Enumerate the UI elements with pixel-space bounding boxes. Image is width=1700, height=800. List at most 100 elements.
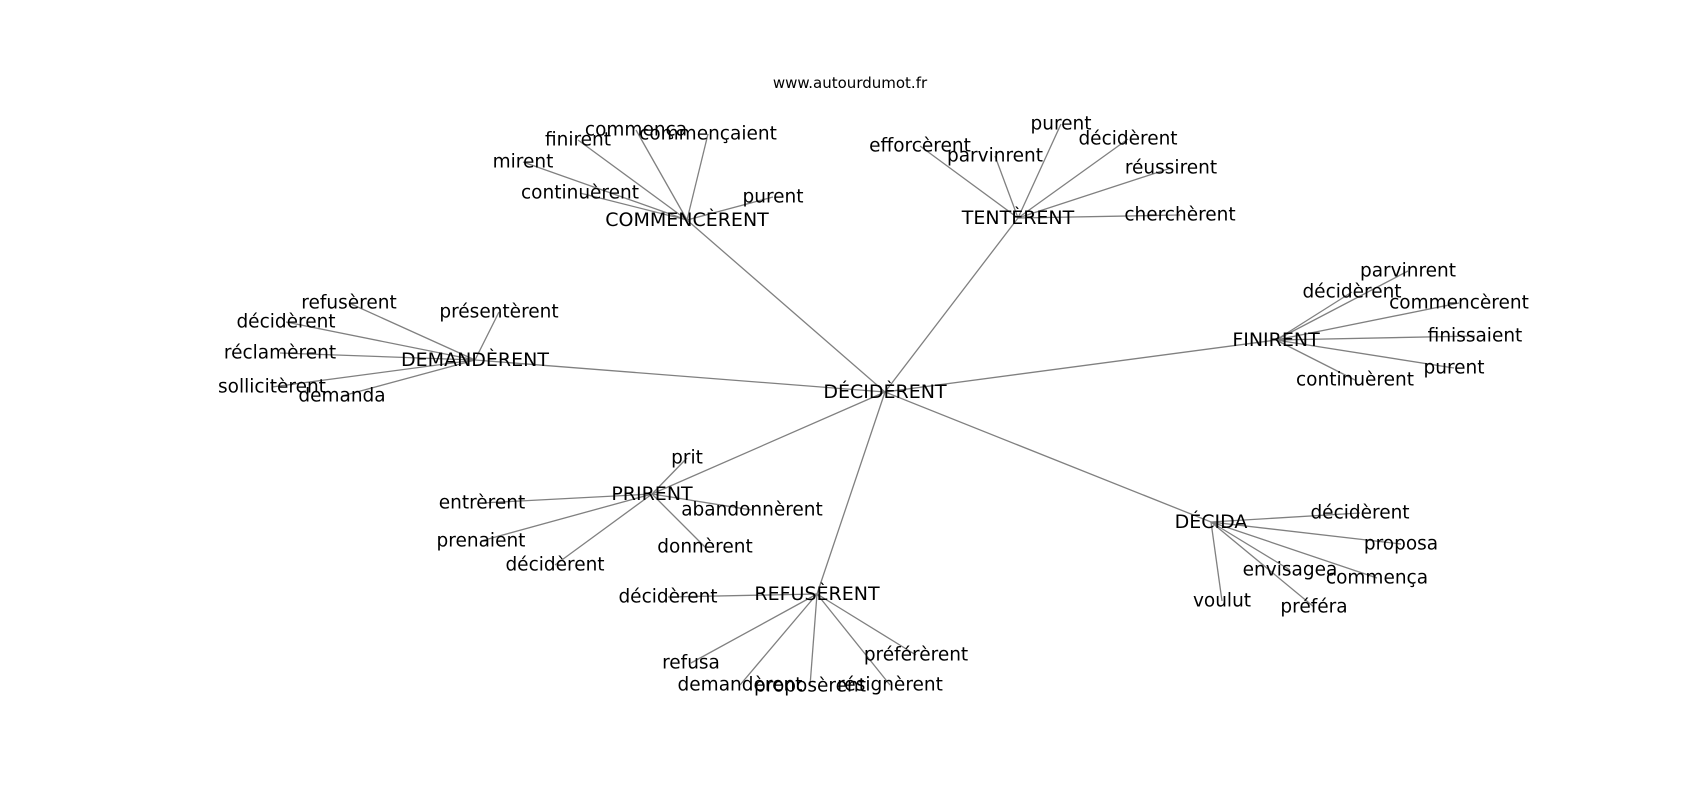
leaf-node-label: continuèrent <box>521 183 639 204</box>
leaf-node-label: prenaient <box>437 531 526 552</box>
leaf-node-label: voulut <box>1193 591 1251 612</box>
edge-hub-leaf <box>1275 335 1476 341</box>
edge-hub-leaf <box>1017 167 1172 219</box>
graph-nodes: finirentcommençacommençaientmirentcontin… <box>218 114 1529 697</box>
leaf-node-label: décidèrent <box>505 555 604 576</box>
hub-node-label: COMMENCÈRENT <box>605 208 769 231</box>
edge-hub-leaf <box>1210 512 1361 523</box>
edge-center-hub <box>816 391 886 595</box>
edge-hub-leaf <box>1275 339 1455 369</box>
edge-hub-leaf <box>1210 521 1291 571</box>
edge-hub-leaf <box>816 593 917 656</box>
edge-hub-leaf <box>1275 291 1353 341</box>
edge-hub-leaf <box>690 593 818 664</box>
leaf-node-label: abandonnèrent <box>681 500 823 521</box>
leaf-node-label: finissaient <box>1428 326 1523 347</box>
edge-hub-leaf <box>579 192 688 221</box>
hub-node-label: PRIRENT <box>611 483 693 505</box>
leaf-node-label: décidèrent <box>1078 129 1177 150</box>
leaf-node-label: parvinrent <box>947 146 1043 167</box>
edge-hub-leaf <box>809 593 818 687</box>
edge-hub-leaf <box>1210 521 1223 602</box>
hub-node-label: DEMANDÈRENT <box>401 348 549 371</box>
edge-hub-leaf <box>651 457 688 495</box>
edge-hub-leaf <box>1210 521 1402 545</box>
leaf-node-label: décidèrent <box>1302 282 1401 303</box>
leaf-node-label: réussirent <box>1125 158 1217 179</box>
edge-hub-leaf <box>577 139 688 221</box>
edge-hub-leaf <box>1210 521 1378 579</box>
leaf-node-label: demandèrent <box>678 675 803 696</box>
leaf-node-label: commençaient <box>639 124 777 145</box>
edge-hub-leaf <box>635 129 688 221</box>
edge-hub-leaf <box>651 493 753 511</box>
leaf-node-label: entrèrent <box>439 493 526 514</box>
leaf-node-label: continuèrent <box>1296 370 1414 391</box>
edge-hub-leaf <box>1017 214 1181 219</box>
leaf-node-label: commencèrent <box>1389 293 1529 314</box>
edge-hub-leaf <box>1017 123 1062 219</box>
leaf-node-label: préféra <box>1280 597 1347 618</box>
leaf-node-label: finirent <box>545 130 611 151</box>
edge-hub-leaf <box>348 302 476 361</box>
hub-node-label: DÉCIDA <box>1175 510 1248 533</box>
edge-center-hub <box>651 391 886 495</box>
edge-hub-leaf <box>651 493 706 548</box>
hub-node-label: FINIRENT <box>1232 329 1320 351</box>
leaf-node-label: mirent <box>493 152 554 173</box>
edge-hub-leaf <box>1275 270 1409 341</box>
edge-hub-leaf <box>1210 521 1315 608</box>
edge-center-hub <box>884 217 1019 393</box>
leaf-node-label: proposa <box>1364 534 1438 555</box>
edge-hub-leaf <box>919 145 1019 219</box>
edge-hub-leaf <box>480 493 653 542</box>
edge-hub-leaf <box>1017 138 1129 219</box>
leaf-node-label: commença <box>1326 568 1428 589</box>
edge-hub-leaf <box>739 593 818 686</box>
leaf-node-label: parvinrent <box>1360 261 1456 282</box>
leaf-node-label: proposèrent <box>754 676 866 697</box>
edge-hub-leaf <box>474 311 500 361</box>
edge-center-hub <box>686 219 886 393</box>
edge-center-hub <box>884 391 1212 523</box>
graph-edges <box>271 123 1476 687</box>
leaf-node-label: réclamèrent <box>224 343 336 364</box>
edge-hub-leaf <box>994 155 1019 219</box>
hub-node-label: TENTÈRENT <box>961 206 1075 229</box>
leaf-node-label: décidèrent <box>1310 503 1409 524</box>
edge-center-hub <box>884 339 1277 393</box>
leaf-node-label: refusa <box>662 653 720 674</box>
leaf-node-label: présentèrent <box>439 302 558 323</box>
leaf-node-label: résignèrent <box>837 675 943 696</box>
edge-hub-leaf <box>271 359 476 388</box>
leaf-node-label: demanda <box>298 386 385 407</box>
leaf-node-label: purent <box>1423 358 1484 379</box>
leaf-node-label: commença <box>585 120 687 141</box>
edge-hub-leaf <box>341 359 476 397</box>
edge-hub-leaf <box>667 593 818 598</box>
leaf-node-label: décidèrent <box>618 587 717 608</box>
edge-hub-leaf <box>481 493 653 504</box>
leaf-node-label: purent <box>1030 114 1091 135</box>
leaf-node-label: décidèrent <box>236 312 335 333</box>
edge-hub-leaf <box>1275 302 1460 341</box>
edge-hub-leaf <box>686 196 774 221</box>
edge-hub-leaf <box>279 352 476 361</box>
edge-hub-leaf <box>816 593 891 686</box>
edge-hub-leaf <box>554 493 653 566</box>
leaf-node-label: donnèrent <box>657 537 752 558</box>
site-watermark: www.autourdumot.fr <box>773 74 928 92</box>
leaf-node-label: purent <box>742 187 803 208</box>
leaf-node-label: prit <box>671 448 703 469</box>
edge-hub-leaf <box>522 161 688 221</box>
leaf-node-label: sollicitèrent <box>218 377 326 398</box>
edge-hub-leaf <box>285 321 476 361</box>
leaf-node-label: refusèrent <box>301 293 396 314</box>
edge-hub-leaf <box>686 133 709 221</box>
center-node-label: DÉCIDÈRENT <box>823 380 947 403</box>
leaf-node-label: cherchèrent <box>1124 205 1235 226</box>
leaf-node-label: efforcèrent <box>869 136 971 157</box>
hub-node-label: REFUSÈRENT <box>754 582 880 605</box>
leaf-node-label: envisagea <box>1243 560 1338 581</box>
